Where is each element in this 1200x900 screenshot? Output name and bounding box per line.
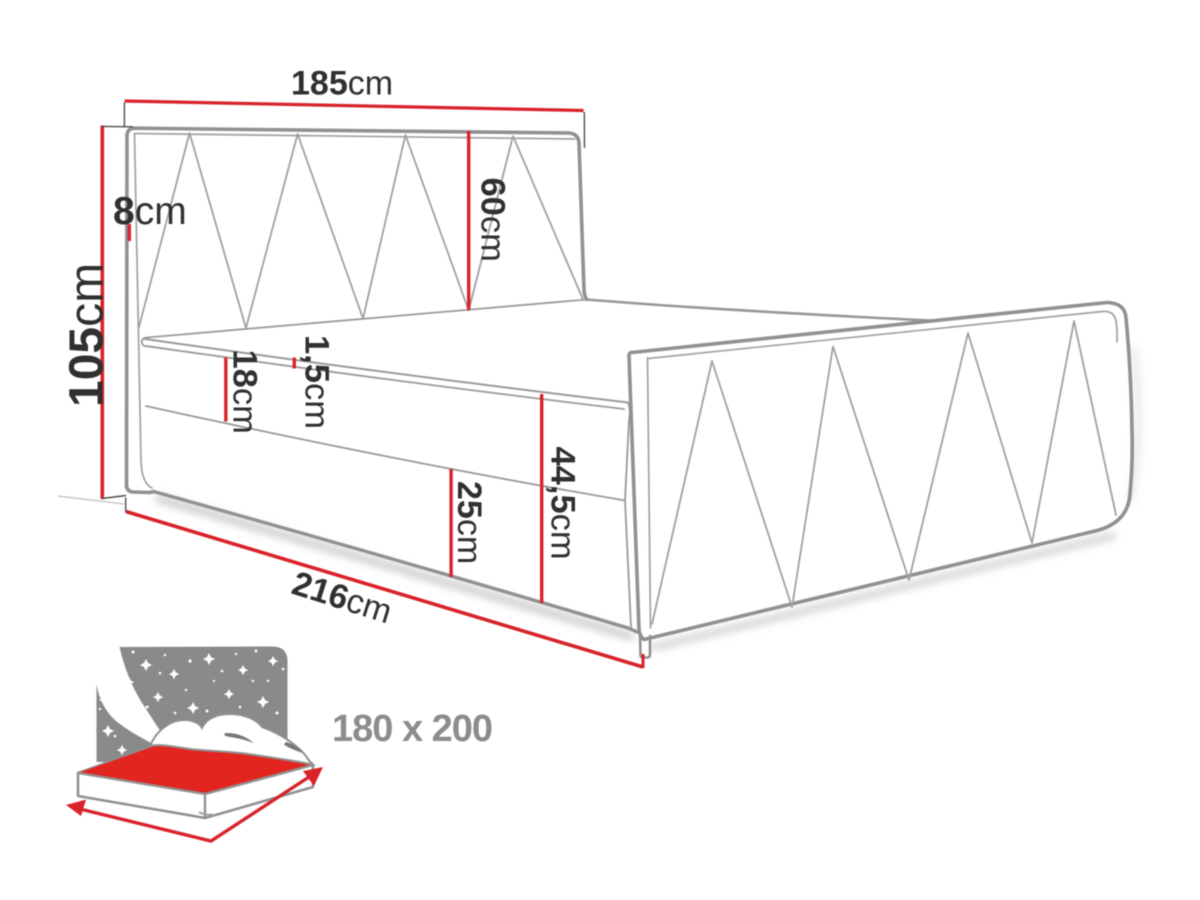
svg-text:25cm: 25cm	[450, 481, 488, 564]
svg-text:180 x 200: 180 x 200	[332, 708, 492, 750]
svg-text:1,5cm: 1,5cm	[298, 335, 336, 429]
svg-text:8cm: 8cm	[113, 190, 187, 233]
svg-text:44,5cm: 44,5cm	[544, 447, 582, 560]
svg-text:60cm: 60cm	[474, 178, 512, 262]
svg-text:105cm: 105cm	[61, 263, 114, 407]
svg-text:185cm: 185cm	[291, 65, 393, 103]
svg-text:18cm: 18cm	[226, 350, 264, 434]
